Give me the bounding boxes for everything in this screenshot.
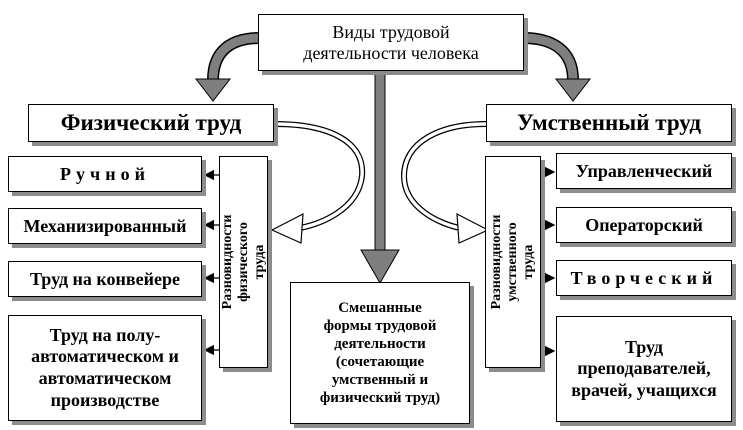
physical-item-automated: Труд на полу- автоматическом и автоматич… — [8, 315, 202, 421]
mental-item-creative: Творческий — [556, 260, 732, 296]
arrow-down-mixed — [360, 70, 400, 285]
mental-item-teachers: Труд преподавателей, врачей, учащихся — [556, 316, 732, 422]
mental-labor-title: Умственный труд — [516, 110, 701, 136]
physical-item-label: Труд на полу- автоматическом и автоматич… — [31, 324, 179, 410]
physical-item-label: Труд на конвейере — [29, 268, 180, 289]
physical-item-conveyor: Труд на конвейере — [8, 261, 202, 297]
top-title: Виды трудовой деятельности человека — [303, 22, 479, 63]
curved-white-arrow-left — [270, 121, 366, 244]
mental-item-operator: Операторский — [556, 207, 732, 243]
mixed-forms-box: Смешанные формы трудовой деятельности (с… — [290, 282, 470, 424]
physical-labor-title: Физический труд — [60, 110, 242, 136]
top-title-box: Виды трудовой деятельности человека — [258, 14, 524, 71]
mental-item-label: Операторский — [585, 214, 703, 235]
physical-labor-box: Физический труд — [28, 104, 274, 142]
curved-white-arrow-right — [400, 121, 490, 244]
curved-arrow-left — [194, 32, 261, 102]
mental-item-arrows — [541, 166, 556, 357]
mixed-forms-label: Смешанные формы трудовой деятельности (с… — [319, 300, 441, 406]
mental-item-label: Труд преподавателей, врачей, учащихся — [571, 336, 717, 400]
mental-item-label: Творческий — [570, 267, 718, 288]
physical-varieties-label: Разновидности физического труда — [219, 214, 267, 310]
mental-varieties-label: Разновидности умственного труда — [488, 214, 537, 310]
physical-item-label: Ручной — [60, 163, 150, 184]
physical-item-mechanized: Механизированный — [8, 208, 202, 244]
mental-item-label: Управленческий — [575, 160, 713, 181]
physical-varieties-box: Разновидности физического труда — [219, 156, 268, 368]
physical-item-manual: Ручной — [8, 156, 202, 192]
physical-item-arrows — [203, 169, 219, 356]
mental-item-managerial: Управленческий — [556, 153, 732, 189]
curved-arrow-right — [522, 32, 592, 102]
mental-labor-box: Умственный труд — [486, 104, 732, 142]
physical-item-label: Механизированный — [23, 215, 187, 236]
mental-varieties-box: Разновидности умственного труда — [485, 156, 541, 368]
